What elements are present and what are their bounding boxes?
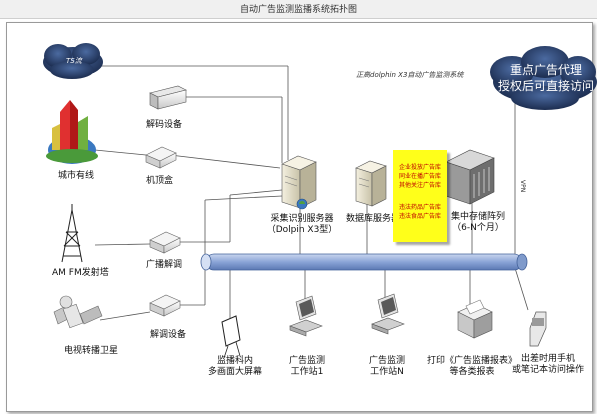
radio-tower-icon <box>61 204 83 263</box>
ad-library-item: 同业在播广告库 <box>398 173 441 180</box>
display-screen-icon <box>221 315 241 359</box>
mobile-phone-icon <box>529 311 547 347</box>
am-fm-label: AM FM发射塔 <box>52 268 109 278</box>
decoder-label: 解码设备 <box>146 120 183 130</box>
demod-box-icon <box>149 294 181 317</box>
capture-server-line2: （Dolpin X3型） <box>266 225 338 235</box>
wsn-label: 广告监测 工作站N <box>358 356 416 378</box>
printer-icon <box>457 299 493 339</box>
workstation-icon <box>371 293 405 335</box>
workstation-icon <box>289 295 323 337</box>
ad-library-item: 违法药品广告库 <box>398 204 441 211</box>
ad-library-item: 企业投放广告库 <box>398 164 441 171</box>
capture-server-line1: 采集识别服务器 <box>270 214 334 224</box>
mobile-label: 出差时用手机 或笔记本访问操作 <box>506 354 590 376</box>
decoder-icon <box>149 85 187 110</box>
print-line2: 等各类报表 <box>449 367 495 377</box>
bus-pipe-icon <box>200 253 528 271</box>
cloud-icon <box>490 46 597 110</box>
storage-line2: （6-N个月） <box>452 223 504 233</box>
print-label: 打印《广告监播报表》 等各类报表 <box>420 356 524 378</box>
ws1-label: 广告监测 工作站1 <box>278 356 336 378</box>
server-icon <box>281 155 317 210</box>
satellite-icon <box>53 295 103 329</box>
ad-library-box: 企业投放广告库 同业在播广告库 其他关注广告库 违法药品广告库 违法食品广告库 <box>393 150 447 242</box>
satellite-label: 电视转播卫星 <box>64 346 119 356</box>
cloud-icon <box>43 43 103 79</box>
cloud-right-line1: 重点广告代理 <box>509 63 582 77</box>
wsn-line1: 广告监测 <box>368 356 405 366</box>
ad-library-item: 违法食品广告库 <box>398 213 441 220</box>
big-screen-line1: 监播科内 <box>216 356 253 366</box>
print-line1: 打印《广告监播报表》 <box>426 356 517 366</box>
ws1-line2: 工作站1 <box>290 367 324 377</box>
demod-device-label: 解调设备 <box>150 330 187 340</box>
big-screen-line2: 多画面大屏幕 <box>207 367 262 377</box>
settop-box-icon <box>145 146 177 169</box>
window-title: 自动广告监测监播系统拓扑图 <box>239 5 357 15</box>
city-building-icon <box>46 100 98 164</box>
cable-label: 城市有线 <box>58 171 95 181</box>
db-server-label: 数据库服务器 <box>346 214 401 224</box>
ws1-line1: 广告监测 <box>288 356 325 366</box>
storage-label: 集中存储阵列 （6-N个月） <box>446 212 510 234</box>
capture-server-label: 采集识别服务器 （Dolpin X3型） <box>262 214 342 236</box>
ad-library-item: 其他关注广告库 <box>398 182 441 189</box>
cloud-right-line2: 授权后可直接访问 <box>497 79 594 93</box>
wsn-line2: 工作站N <box>370 367 404 377</box>
server-icon <box>355 160 387 207</box>
vpn-label: VPN <box>519 180 526 193</box>
big-screen-label: 监播科内 多画面大屏幕 <box>198 356 272 378</box>
broadcast-demod-label: 广播解调 <box>146 260 183 270</box>
mobile-line1: 出差时用手机 <box>520 354 575 364</box>
storage-array-icon <box>445 149 495 205</box>
cloud-right-text: 重点广告代理 授权后可直接访问 <box>496 62 596 94</box>
mobile-line2: 或笔记本访问操作 <box>511 365 584 375</box>
cloud-left-label: TS流 <box>66 57 82 65</box>
demod-box-icon <box>149 231 181 254</box>
settop-label: 机顶盒 <box>146 176 174 186</box>
storage-line1: 集中存储阵列 <box>450 212 505 222</box>
system-label: 正高dolphin X3自动广告监测系统 <box>356 71 464 79</box>
title-bar: 自动广告监测监播系统拓扑图 <box>0 0 597 19</box>
